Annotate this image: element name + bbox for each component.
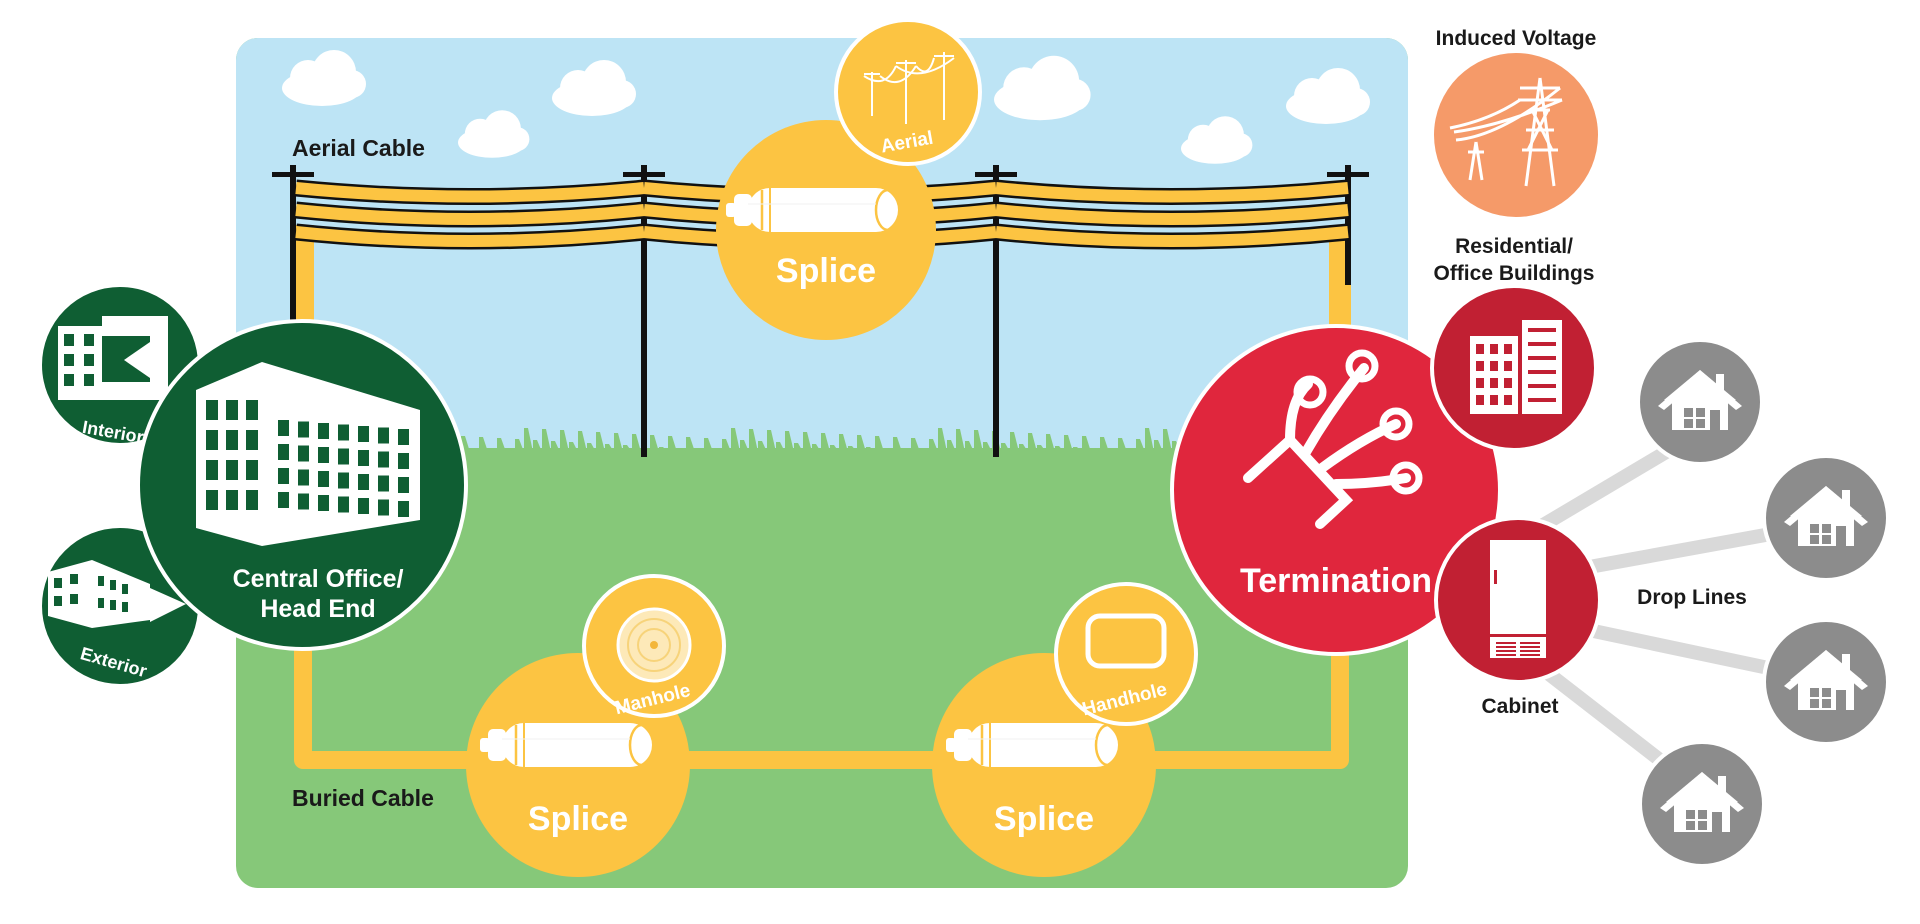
termination-node: Termination bbox=[1170, 324, 1502, 656]
building-icon bbox=[196, 362, 420, 546]
pole bbox=[290, 165, 296, 325]
handhole-splice-node: Splice Handhole bbox=[932, 582, 1198, 877]
grass-fringe bbox=[236, 428, 1408, 470]
transmission-tower-icon bbox=[1449, 77, 1563, 187]
house bbox=[1638, 740, 1766, 868]
central-office-label-line2: Head End bbox=[260, 595, 375, 623]
exterior-building-icon bbox=[48, 560, 186, 628]
residential-label-line1: Residential/ bbox=[1455, 235, 1573, 258]
handhole-splice-label: Splice bbox=[994, 800, 1094, 838]
office-buildings-node: Residential/ Office Buildings bbox=[1430, 235, 1598, 452]
aerial-splice-label: Splice bbox=[776, 252, 876, 290]
pole bbox=[1345, 165, 1351, 285]
house bbox=[1636, 338, 1764, 466]
power-lines-icon bbox=[863, 52, 955, 124]
handhole-icon bbox=[1085, 613, 1167, 669]
manhole-cover-icon bbox=[616, 607, 692, 683]
crossarm bbox=[623, 172, 665, 177]
crossarm bbox=[272, 172, 314, 177]
buried-cable-label: Buried Cable bbox=[292, 785, 434, 811]
aerial-badge: Aerial bbox=[834, 18, 982, 166]
manhole-splice-label: Splice bbox=[528, 800, 628, 838]
manhole-badge: Manhole bbox=[582, 574, 726, 719]
manhole-splice-node: Splice Manhole bbox=[466, 574, 726, 877]
buried-cable bbox=[294, 640, 1349, 769]
interior-building-icon bbox=[58, 316, 168, 400]
house bbox=[1762, 618, 1890, 746]
pole bbox=[993, 165, 999, 457]
central-office-label-line1: Central Office/ bbox=[233, 565, 404, 593]
pole bbox=[641, 165, 647, 457]
drop-lines-label: Drop Lines bbox=[1637, 586, 1747, 609]
cabinet-label: Cabinet bbox=[1481, 695, 1558, 718]
induced-voltage-label: Induced Voltage bbox=[1436, 27, 1597, 50]
central-office-node: Interior Exterior Central Office/ Head E… bbox=[38, 283, 468, 688]
cabinet-node: Cabinet bbox=[1434, 516, 1602, 718]
induced-voltage-node: Induced Voltage bbox=[1434, 27, 1598, 217]
house bbox=[1762, 454, 1890, 582]
aerial-splice-node: Splice Aerial bbox=[716, 18, 982, 340]
cabinet-icon bbox=[1490, 540, 1546, 658]
termination-label: Termination bbox=[1240, 562, 1432, 600]
houses bbox=[1636, 338, 1890, 868]
crossarm bbox=[1327, 172, 1369, 177]
crossarm bbox=[975, 172, 1017, 177]
residential-label-line2: Office Buildings bbox=[1433, 262, 1594, 285]
handhole-badge: Handhole bbox=[1054, 582, 1198, 726]
office-buildings-icon bbox=[1470, 320, 1562, 414]
fiber-termination-icon bbox=[1243, 349, 1423, 529]
utility-poles bbox=[272, 165, 1369, 457]
aerial-cable-label: Aerial Cable bbox=[292, 135, 425, 161]
